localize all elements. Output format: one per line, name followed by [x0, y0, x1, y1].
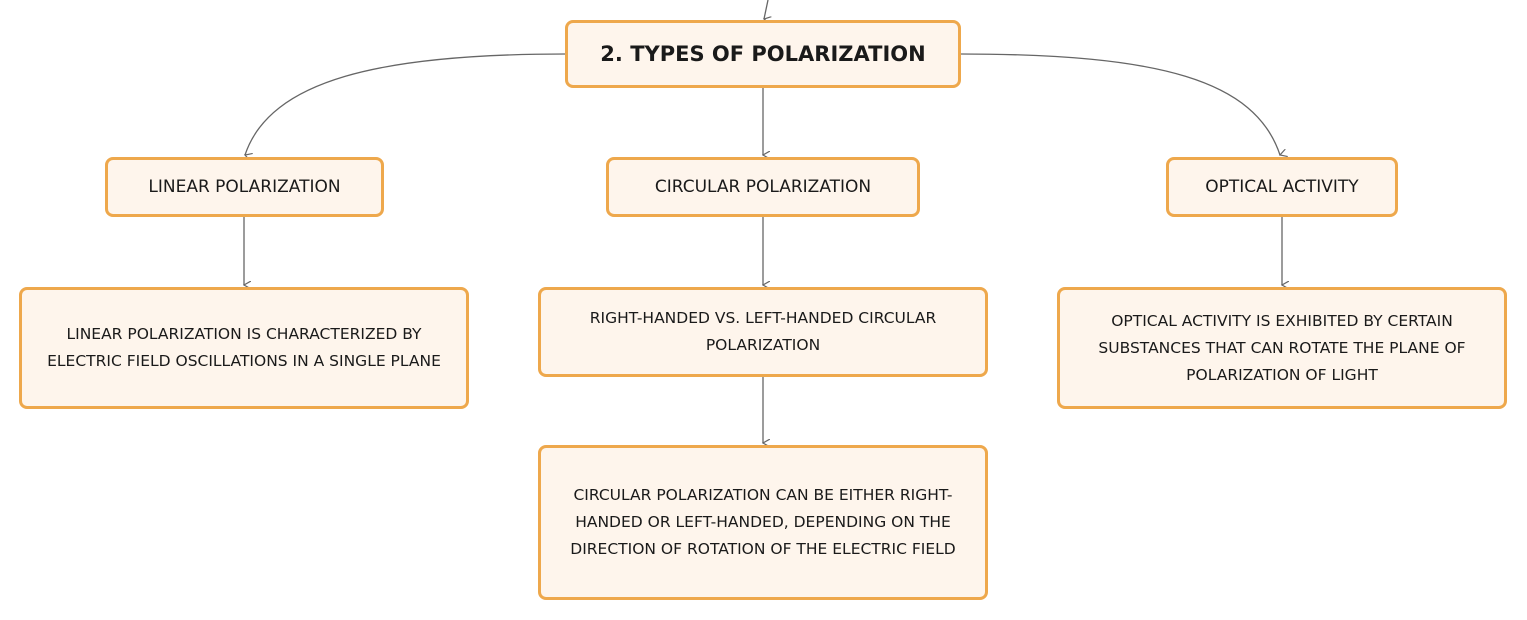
leaf-node-optical-description[interactable]: OPTICAL ACTIVITY IS EXHIBITED BY CERTAIN… [1057, 287, 1507, 409]
branch-node-label: LINEAR POLARIZATION [148, 177, 341, 197]
branch-node-circular-polarization[interactable]: CIRCULAR POLARIZATION [606, 157, 920, 217]
leaf-node-circular-description[interactable]: CIRCULAR POLARIZATION CAN BE EITHER RIGH… [538, 445, 988, 600]
incoming-connector [764, 0, 768, 19]
leaf-node-text: LINEAR POLARIZATION IS CHARACTERIZED BY … [47, 325, 441, 370]
leaf-node-text: OPTICAL ACTIVITY IS EXHIBITED BY CERTAIN… [1098, 311, 1466, 384]
root-node-label: 2. TYPES OF POLARIZATION [600, 42, 926, 66]
branch-node-label: CIRCULAR POLARIZATION [654, 177, 872, 197]
branch-node-optical-activity[interactable]: OPTICAL ACTIVITY [1166, 157, 1398, 217]
connector-root-to-linear [245, 53, 566, 155]
leaf-node-text: RIGHT-HANDED VS. LEFT-HANDED CIRCULAR PO… [589, 309, 937, 354]
leaf-node-text: CIRCULAR POLARIZATION CAN BE EITHER RIGH… [570, 486, 956, 558]
connector-root-to-optical [960, 53, 1280, 155]
branch-node-label: OPTICAL ACTIVITY [1205, 177, 1359, 197]
branch-node-linear-polarization[interactable]: LINEAR POLARIZATION [105, 157, 384, 217]
root-node[interactable]: 2. TYPES OF POLARIZATION [565, 20, 961, 88]
leaf-node-linear-description[interactable]: LINEAR POLARIZATION IS CHARACTERIZED BY … [19, 287, 469, 409]
leaf-node-right-vs-left-handed[interactable]: RIGHT-HANDED VS. LEFT-HANDED CIRCULAR PO… [538, 287, 988, 377]
